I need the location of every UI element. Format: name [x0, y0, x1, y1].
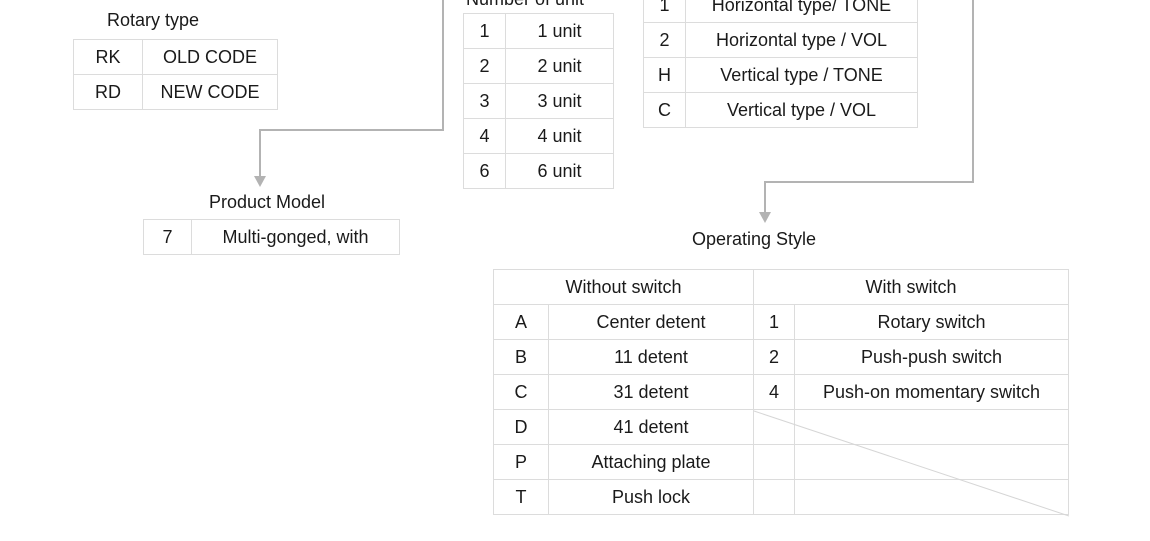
rotary-type-caption: Rotary type	[107, 10, 200, 30]
table-row: C Vertical type / VOL	[643, 92, 918, 128]
arrowhead-operating-style	[759, 212, 771, 223]
table-row: 3 3 unit	[463, 83, 614, 119]
table-row: 1 1 unit	[463, 13, 614, 49]
empty-cell	[794, 479, 1069, 515]
code-cell: D	[493, 409, 549, 445]
code-cell: A	[493, 304, 549, 340]
label-cell: 6 unit	[505, 153, 614, 189]
code-cell: 2	[463, 48, 506, 84]
label-cell: 1 unit	[505, 13, 614, 49]
code-cell: B	[493, 339, 549, 375]
code-cell: H	[643, 57, 686, 93]
table-row: 2 Horizontal type / VOL	[643, 22, 918, 58]
connector-to-product-model	[259, 0, 444, 178]
table-row: A Center detent 1 Rotary switch	[493, 304, 1069, 340]
connector-to-operating-style	[764, 0, 974, 215]
table-row: RD NEW CODE	[73, 74, 278, 110]
operating-style-table: Without switch With switch A Center dete…	[493, 269, 1069, 515]
table-row: D 41 detent	[493, 409, 1069, 445]
arrowhead-product-model	[254, 176, 266, 187]
code-cell: 4	[463, 118, 506, 154]
code-cell: RK	[73, 39, 143, 75]
table-row: Without switch With switch	[493, 269, 1069, 305]
empty-cell	[753, 444, 795, 480]
label-cell: Multi-gonged, with	[191, 219, 400, 255]
label-cell: 2 unit	[505, 48, 614, 84]
code-cell: 7	[143, 219, 192, 255]
number-of-unit-table: 1 1 unit 2 2 unit 3 3 unit 4 4 unit 6 6 …	[463, 13, 614, 189]
table-row: 2 2 unit	[463, 48, 614, 84]
label-cell: 11 detent	[548, 339, 754, 375]
empty-cell	[794, 409, 1069, 445]
label-cell: 3 unit	[505, 83, 614, 119]
product-model-caption: Product Model	[209, 192, 326, 212]
code-cell: C	[643, 92, 686, 128]
rotary-type-table: RK OLD CODE RD NEW CODE	[73, 39, 278, 110]
mounting-type-table: 1 Horizontal type/ TONE 2 Horizontal typ…	[643, 0, 918, 128]
operating-style-caption: Operating Style	[692, 229, 817, 249]
label-cell: 4 unit	[505, 118, 614, 154]
label-cell: Push-on momentary switch	[794, 374, 1069, 410]
table-row: 4 4 unit	[463, 118, 614, 154]
code-cell: T	[493, 479, 549, 515]
label-cell: NEW CODE	[142, 74, 278, 110]
code-cell: 2	[643, 22, 686, 58]
table-row: P Attaching plate	[493, 444, 1069, 480]
table-row: T Push lock	[493, 479, 1069, 515]
code-cell: 1	[753, 304, 795, 340]
label-cell: Rotary switch	[794, 304, 1069, 340]
table-row: 7 Multi-gonged, with	[143, 219, 400, 255]
number-of-unit-caption: Number of unit	[466, 0, 584, 10]
label-cell: 31 detent	[548, 374, 754, 410]
label-cell: Push lock	[548, 479, 754, 515]
without-switch-header: Without switch	[493, 269, 754, 305]
empty-cell	[753, 479, 795, 515]
table-row: 1 Horizontal type/ TONE	[643, 0, 918, 23]
label-cell: Horizontal type/ TONE	[685, 0, 918, 23]
table-row: 6 6 unit	[463, 153, 614, 189]
table-row: H Vertical type / TONE	[643, 57, 918, 93]
label-cell: Vertical type / VOL	[685, 92, 918, 128]
label-cell: Center detent	[548, 304, 754, 340]
label-cell: Horizontal type / VOL	[685, 22, 918, 58]
product-model-table: 7 Multi-gonged, with	[143, 219, 400, 255]
table-row: B 11 detent 2 Push-push switch	[493, 339, 1069, 375]
empty-cell	[753, 409, 795, 445]
